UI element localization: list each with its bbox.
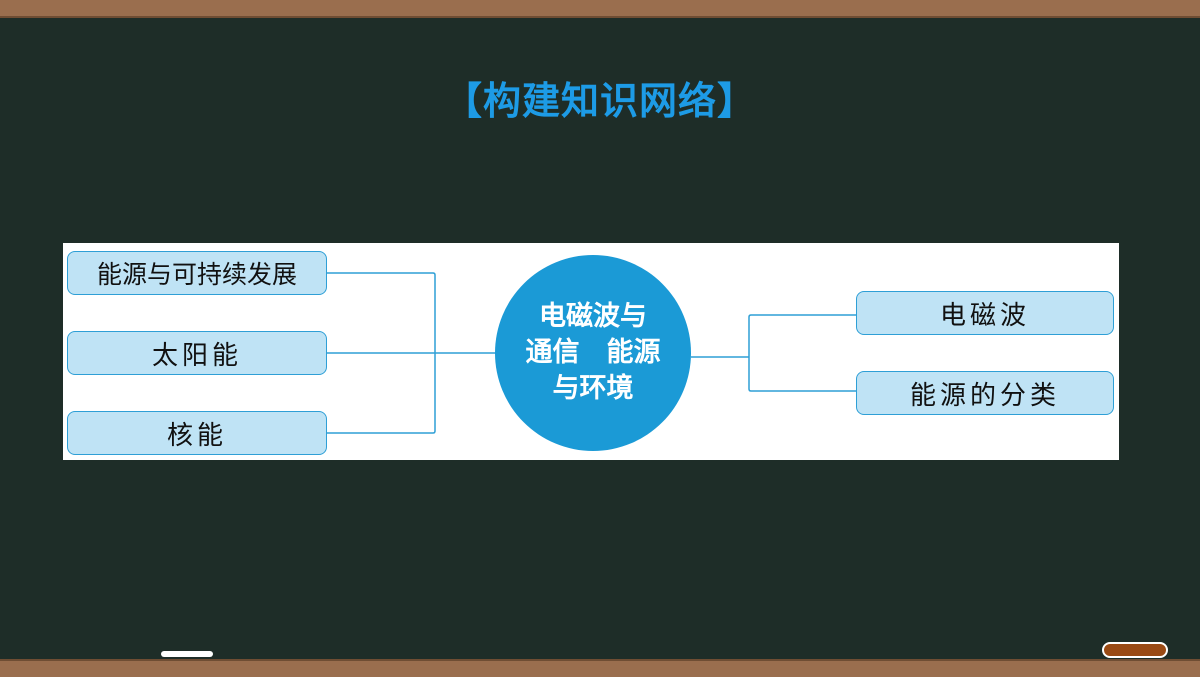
- knowledge-map: 能源与可持续发展 太阳能 核能 电磁波与 通信 能源 与环境 电磁波 能源的分类: [63, 243, 1119, 460]
- node-solar-energy: 太阳能: [67, 331, 327, 375]
- node-electromagnetic-waves: 电磁波: [856, 291, 1114, 335]
- node-energy-classification: 能源的分类: [856, 371, 1114, 415]
- right-bracket-line: [748, 314, 856, 392]
- slide-title: 【构建知识网络】: [443, 79, 756, 123]
- center-line-2: 通信 能源: [525, 337, 661, 368]
- connector-lines: [327, 272, 856, 434]
- center-line-3: 与环境: [552, 373, 634, 404]
- node-sustainable-energy: 能源与可持续发展: [67, 251, 327, 295]
- frame-top: [0, 0, 1200, 18]
- node-nuclear-energy: 核能: [67, 411, 327, 455]
- chalk-piece: [161, 651, 213, 657]
- center-topic-circle: 电磁波与 通信 能源 与环境: [495, 255, 691, 451]
- frame-bottom: [0, 659, 1200, 677]
- center-line-1: 电磁波与: [539, 301, 647, 332]
- eraser: [1102, 642, 1168, 658]
